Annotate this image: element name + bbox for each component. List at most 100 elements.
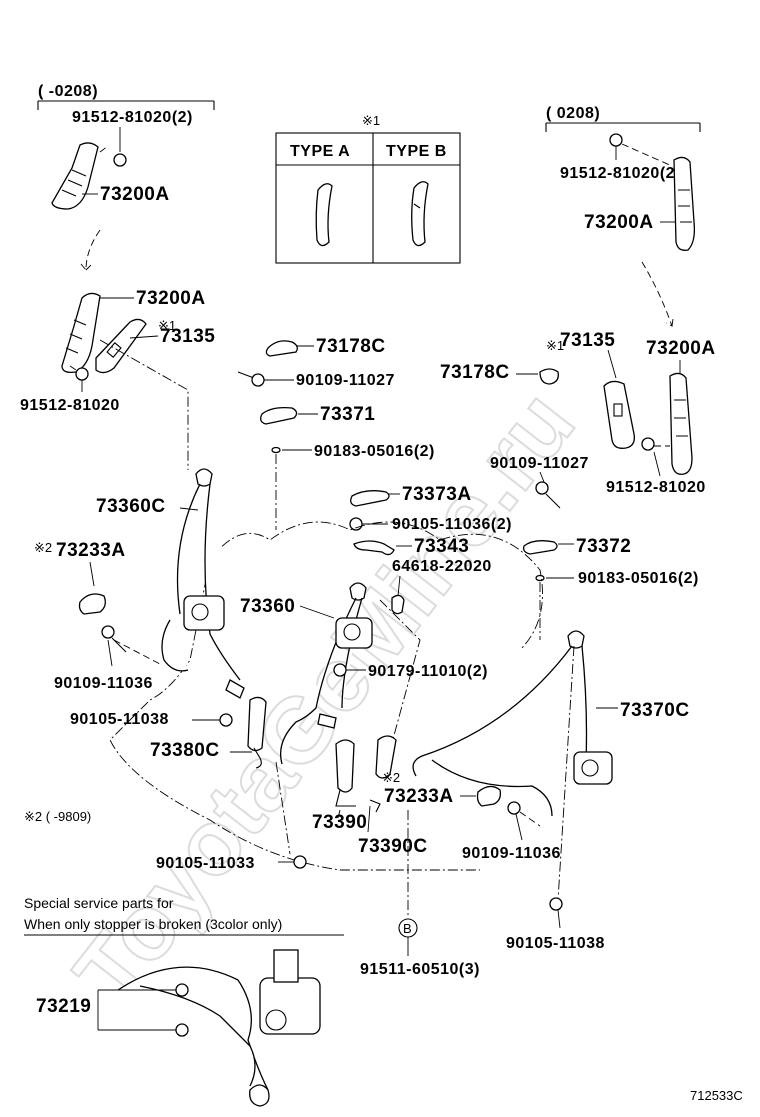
label-91512-81020-right: 91512-81020 [606, 479, 706, 496]
bolt-icon [293, 855, 307, 869]
label-73233A-left: 73233A [56, 540, 126, 561]
special-service-line1: Special service parts for [24, 895, 174, 911]
label-73135-left: 73135 [160, 326, 215, 347]
label-73371: 73371 [320, 404, 375, 425]
type-table-marker: ※1 [362, 113, 380, 128]
bolt-icon [113, 153, 127, 167]
seat-outline [109, 521, 543, 871]
stopper-73233A-right [476, 785, 502, 807]
type-table: ※1 TYPE A TYPE B [275, 113, 461, 264]
stopper-upper-icon [175, 983, 189, 997]
bolt-icon [641, 437, 655, 451]
figure-code: 712533C [690, 1088, 743, 1103]
date-range-left: ( -0208) [38, 83, 98, 100]
label-90109-11027-right: 90109-11027 [490, 455, 589, 472]
label-73360C: 73360C [96, 496, 166, 517]
right-upper-group: 73178C 90109-11027 73372 90183-05016(2) [440, 362, 699, 640]
anchor-cover-73371 [260, 406, 298, 425]
center-upper-group: 73178C 90109-11027 73371 90183-05016(2) [237, 336, 435, 530]
marker-73233A-right: ※2 [382, 770, 400, 785]
label-73390: 73390 [312, 812, 367, 833]
label-64618-22020: 64618-22020 [392, 558, 492, 575]
type-a-cover-shape [315, 183, 333, 247]
type-a-label: TYPE A [290, 143, 350, 160]
upper-right-group: ( 0208) 91512-81020(2) 73200A ※1 73135 7… [545, 105, 716, 496]
label-73178C-center: 73178C [316, 336, 386, 357]
type-table-frame [275, 132, 461, 264]
label-90179-11010-2: 90179-11010(2) [368, 663, 488, 680]
label-73372: 73372 [576, 536, 631, 557]
label-73360: 73360 [240, 596, 295, 617]
adjuster-73200A-mid-right [669, 372, 693, 475]
nut-icon [333, 663, 347, 677]
label-90105-11033: 90105-11033 [156, 855, 255, 872]
upper-left-group: ( -0208) 91512-81020(2) 73200A 73200A ※1… [20, 83, 215, 470]
type-b-label: TYPE B [386, 143, 447, 160]
cover-73135-left [95, 318, 147, 374]
bolt-icon [251, 373, 265, 387]
anchor-cover-73373A [350, 490, 390, 507]
label-90109-11036-left: 90109-11036 [54, 675, 153, 692]
label-90183-05016-2-center: 90183-05016(2) [314, 443, 435, 460]
special-service-line2: When only stopper is broken (3color only… [24, 916, 282, 932]
label-73200A-top-right: 73200A [584, 212, 654, 233]
retractor-73360C: 73360C [96, 468, 245, 699]
label-73200A-mid-right: 73200A [646, 338, 716, 359]
label-91512-81020-2-right: 91512-81020(2) [560, 165, 681, 182]
retractor-body-inset [259, 977, 321, 1035]
label-73370C: 73370C [620, 700, 690, 721]
buckle-73390 [335, 739, 355, 793]
cap-73178C-center [265, 340, 298, 357]
retractor-73360: 73360 90179-11010(2) [240, 582, 488, 765]
label-91512-81020-2-left: 91512-81020(2) [72, 109, 193, 126]
label-73380C: 73380C [150, 740, 220, 761]
label-73200A-top-left: 73200A [100, 184, 170, 205]
label-73390C: 73390C [358, 836, 428, 857]
label-90109-11036-right: 90109-11036 [462, 845, 561, 862]
bolt-icon [101, 625, 115, 639]
bracket-73343 [353, 540, 395, 556]
lower-center-group: 73390 73390C ※2 73233A 90109-11036 90105… [156, 735, 605, 978]
cover-73135-right [603, 380, 635, 449]
label-90183-05016-2-right: 90183-05016(2) [578, 570, 699, 587]
anchor-cover-73372 [522, 540, 558, 555]
retractor-body-center [335, 617, 373, 649]
move-arrow-left [80, 229, 101, 272]
bolt-icon [535, 481, 549, 495]
buckle-73380C [247, 696, 267, 752]
label-73233A-right: 73233A [384, 786, 454, 807]
date-range-right: ( 0208) [546, 105, 600, 122]
marker-73233A-left: ※2 [34, 540, 52, 555]
adjuster-73200A-mid-left [61, 292, 101, 374]
label-73135-right: 73135 [560, 330, 615, 351]
label-73219: 73219 [36, 996, 91, 1017]
stopper-lower-icon [175, 1023, 189, 1037]
bolt-icon [609, 133, 623, 147]
label-91512-81020-left: 91512-81020 [20, 397, 120, 414]
retractor-body-right [573, 751, 613, 785]
adjuster-73200A-top-left [51, 142, 99, 210]
label-73178C-right: 73178C [440, 362, 510, 383]
label-73343: 73343 [414, 536, 469, 557]
label-90109-11027-center: 90109-11027 [296, 372, 395, 389]
marker-73135-left: ※1 [158, 318, 176, 333]
left-small-parts: ※2 73233A 90109-11036 90105-11038 73380C [34, 540, 291, 855]
label-73373A: 73373A [402, 484, 472, 505]
bolt-icon [507, 801, 521, 815]
type-b-cover-shape [411, 181, 429, 247]
buckle-73390C [375, 735, 397, 779]
note-2: ※2 ( -9809) [24, 809, 91, 824]
bolt-icon [219, 713, 233, 727]
move-arrow-right [641, 261, 674, 327]
label-91511-60510-3: 91511-60510(3) [360, 961, 480, 978]
label-73200A-mid-left: 73200A [136, 288, 206, 309]
label-90105-11038-left: 90105-11038 [70, 711, 169, 728]
adjuster-73200A-top-right [673, 156, 696, 251]
cap-73178C-right [539, 368, 559, 385]
marker-73135-right: ※1 [546, 338, 564, 353]
label-90105-11038-right: 90105-11038 [506, 935, 605, 952]
stopper-73233A-left [78, 593, 106, 615]
bolt-icon [549, 897, 563, 911]
